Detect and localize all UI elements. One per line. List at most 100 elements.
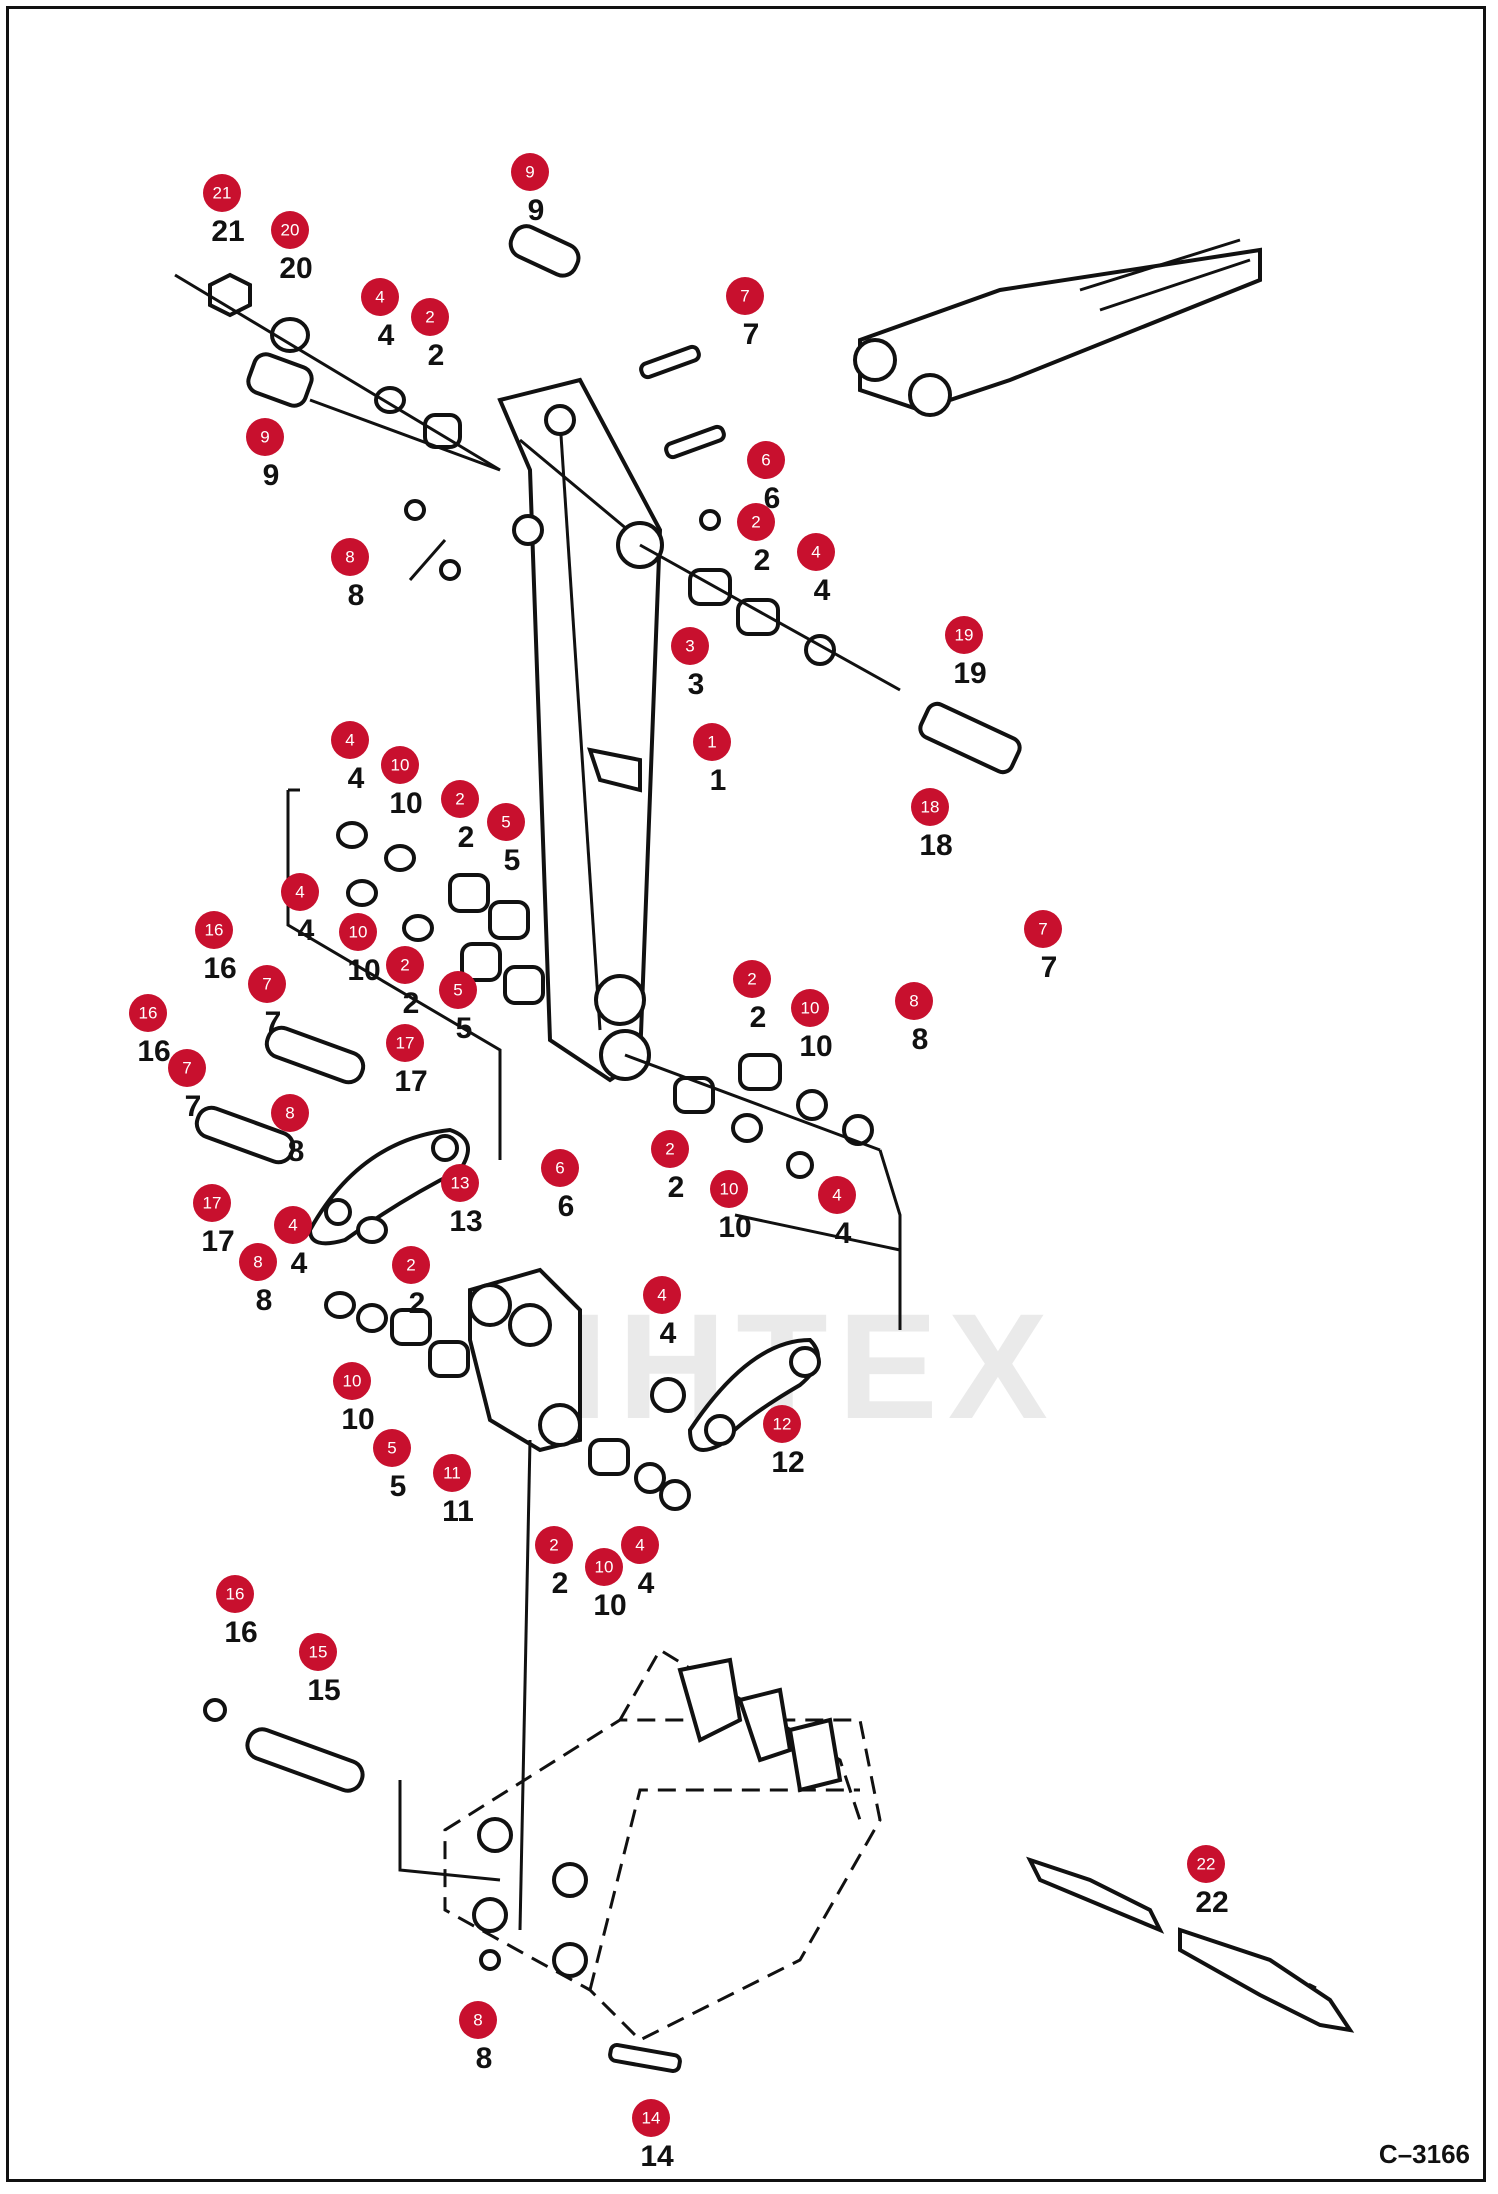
callout-label: 17 — [203, 1194, 222, 1213]
part-number: 4 — [660, 1317, 677, 1350]
callout-circle — [193, 1184, 231, 1222]
part-number: 2 — [409, 1287, 426, 1320]
callout-circle — [1024, 910, 1062, 948]
callout-circle — [333, 1362, 371, 1400]
callout-circle — [195, 911, 233, 949]
callout-circle — [271, 1094, 309, 1132]
part-number: 4 — [814, 574, 831, 607]
callout-badge-5: 5 — [373, 1429, 411, 1467]
part-number: 16 — [137, 1035, 170, 1068]
part-number: 9 — [528, 194, 545, 227]
callout-label: 6 — [761, 451, 770, 470]
part-number: 7 — [1041, 951, 1058, 984]
callout-circle — [797, 533, 835, 571]
part-number: 10 — [718, 1211, 751, 1244]
callout-badge-4: 4 — [797, 533, 835, 571]
callout-circle — [274, 1206, 312, 1244]
callout-badge-12: 12 — [763, 1405, 801, 1443]
callout-label: 22 — [1197, 1855, 1216, 1874]
callout-circle — [710, 1170, 748, 1208]
callout-label: 2 — [425, 308, 434, 327]
callout-circle — [1187, 1845, 1225, 1883]
callout-circle — [239, 1243, 277, 1281]
callout-badge-11: 11 — [433, 1454, 471, 1492]
part-number: 2 — [403, 987, 420, 1020]
diagram-frame — [6, 6, 1486, 2182]
part-number: 15 — [307, 1674, 340, 1707]
part-number: 4 — [835, 1217, 852, 1250]
callout-badge-10: 10 — [791, 989, 829, 1027]
callout-label: 4 — [375, 288, 384, 307]
pivot-and-link — [324, 1213, 902, 1931]
part-number: 8 — [348, 579, 365, 612]
part-number: 20 — [279, 252, 312, 285]
part-number: 4 — [298, 914, 315, 947]
part-number: 2 — [428, 339, 445, 372]
callout-label: 4 — [657, 1286, 666, 1305]
callout-circle — [203, 174, 241, 212]
callout-badge-2: 2 — [392, 1246, 430, 1284]
callout-circle — [541, 1149, 579, 1187]
callout-label: 1 — [707, 733, 716, 752]
callout-label: 7 — [182, 1059, 191, 1078]
callout-circle — [381, 746, 419, 784]
part-number: 8 — [476, 2042, 493, 2075]
part-number: 2 — [668, 1171, 685, 1204]
part-number: 21 — [211, 215, 244, 248]
callout-circle — [621, 1526, 659, 1564]
callout-badge-4: 4 — [361, 278, 399, 316]
callout-label: 5 — [453, 981, 462, 1000]
callout-circle — [281, 873, 319, 911]
callout-circle — [433, 1454, 471, 1492]
callout-badge-8: 8 — [459, 2001, 497, 2039]
part-number: 13 — [449, 1205, 482, 1238]
part-number: 17 — [394, 1065, 427, 1098]
callout-label: 16 — [205, 921, 224, 940]
callout-label: 4 — [345, 731, 354, 750]
callout-circle — [671, 627, 709, 665]
part-number: 8 — [912, 1023, 929, 1056]
callout-badge-10: 10 — [333, 1362, 371, 1400]
callout-badge-20: 20 — [271, 211, 309, 249]
part-number: 2 — [458, 821, 475, 854]
callout-circle — [411, 298, 449, 336]
callout-badge-17: 17 — [193, 1184, 231, 1222]
callout-circle — [392, 1246, 430, 1284]
callout-badge-10: 10 — [585, 1548, 623, 1586]
top-hardware — [174, 224, 726, 581]
callout-circle — [331, 538, 369, 576]
part-number: 16 — [224, 1616, 257, 1649]
callout-badge-2: 2 — [737, 503, 775, 541]
callout-label: 21 — [213, 184, 232, 203]
callout-circle — [487, 803, 525, 841]
callout-circle — [216, 1575, 254, 1613]
callout-badge-2: 2 — [411, 298, 449, 336]
callout-badge-10: 10 — [339, 913, 377, 951]
callout-label: 8 — [909, 992, 918, 1011]
callout-badge-7: 7 — [248, 965, 286, 1003]
part-number: 6 — [764, 482, 781, 515]
callout-label: 5 — [501, 813, 510, 832]
part-number: 2 — [754, 544, 771, 577]
callout-circle — [643, 1276, 681, 1314]
callout-label: 4 — [295, 883, 304, 902]
callout-badge-1: 1 — [693, 723, 731, 761]
callout-circle — [693, 723, 731, 761]
callout-circle — [763, 1405, 801, 1443]
callout-badge-4: 4 — [331, 721, 369, 759]
callout-badge-6: 6 — [541, 1149, 579, 1187]
callout-label: 10 — [349, 923, 368, 942]
callout-circle — [791, 989, 829, 1027]
callout-badge-7: 7 — [168, 1049, 206, 1087]
callout-badge-4: 4 — [818, 1176, 856, 1214]
callout-circle — [248, 965, 286, 1003]
callout-badge-5: 5 — [487, 803, 525, 841]
part-number: 8 — [288, 1135, 305, 1168]
callout-circle — [168, 1049, 206, 1087]
right-upper-pin-group — [639, 543, 1022, 775]
part-number: 10 — [341, 1403, 374, 1436]
figure-code: C–3166 — [1378, 2139, 1470, 2169]
callout-label: 12 — [773, 1415, 792, 1434]
callout-badge-6: 6 — [747, 441, 785, 479]
callout-badge-16: 16 — [195, 911, 233, 949]
